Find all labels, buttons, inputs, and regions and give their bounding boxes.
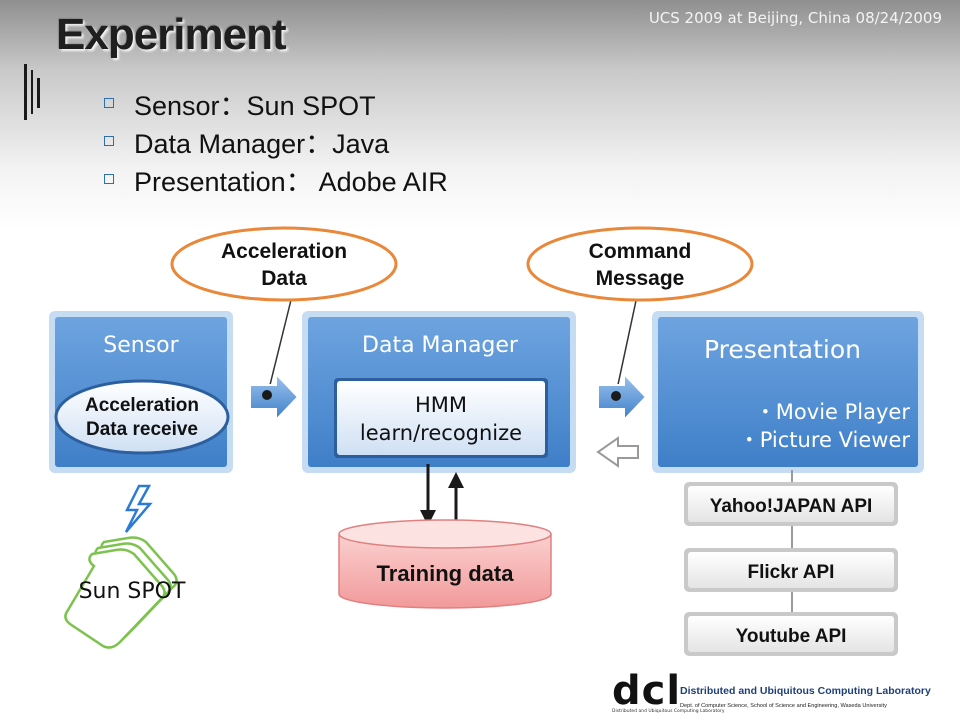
box-title: Presentation [704,335,861,364]
sensor-box: Sensor Acceleration Data receive [49,311,233,473]
bullet-text: Data Manager：Java [134,128,390,159]
logo-mark: dcl [612,672,681,714]
data-manager-box: Data Manager HMM learn/recognize [302,311,576,473]
bullet-text: Sensor：Sun SPOT [134,90,376,121]
bullet-text: Presentation： Adobe AIR [134,166,448,197]
bullet-list: Sensor：Sun SPOT Data Manager：Java Presen… [104,84,706,198]
logo-subtitle: Distributed and Ubiquitous Computing Lab… [612,708,725,714]
bubble-label: Data [261,267,307,290]
wireless-signal-icon [124,484,153,533]
api-label: Youtube API [736,626,847,647]
title-decoration-bars [24,64,40,120]
arrow-presentation-to-manager [596,436,639,468]
api-label: Flickr API [748,562,835,583]
sun-spot-device: Sun SPOT [64,484,186,649]
presentation-item: ・Movie Player [755,400,911,424]
bubble-label: Command [589,240,692,263]
command-message-bubble: Command Message [526,226,754,395]
presentation-box: Presentation ・Movie Player ・Picture View… [652,311,924,473]
box-inner-label: Acceleration [85,395,199,416]
bullet-item: Sensor：Sun SPOT [104,84,706,122]
box-inner-label: Data receive [86,419,198,440]
api-stack: Yahoo!JAPAN API Flickr API Youtube API [684,470,898,656]
training-data-label: Training data [377,561,515,586]
lab-department: Dept. of Computer Science, School of Sci… [680,703,887,709]
bullet-square-icon [104,136,114,146]
lab-logo: dcl Distributed and Ubiquitous Computing… [612,672,931,714]
bullet-item: Presentation： Adobe AIR [104,160,706,198]
box-inner-label: HMM [415,393,467,417]
slide-title: Experiment [56,10,287,59]
bullet-square-icon [104,98,114,108]
training-data-cylinder: Training data [338,519,552,609]
box-title: Sensor [103,333,179,358]
conference-caption: UCS 2009 at Beijing, China 08/24/2009 [648,9,942,27]
bullet-square-icon [104,174,114,184]
api-label: Yahoo!JAPAN API [710,496,873,517]
acceleration-data-bubble: Acceleration Data [170,226,398,394]
sun-spot-label: Sun SPOT [79,579,186,604]
presentation-item: ・Picture Viewer [739,428,911,452]
bubble-label: Acceleration [221,240,347,263]
lab-name: Distributed and Ubiquitous Computing Lab… [680,685,931,697]
box-title: Data Manager [362,333,519,358]
arrow-sensor-to-manager [249,371,300,423]
bubble-label: Message [596,267,685,290]
arrow-manager-to-presentation [597,371,648,423]
bullet-item: Data Manager：Java [104,122,706,160]
box-inner-label: learn/recognize [360,421,522,445]
